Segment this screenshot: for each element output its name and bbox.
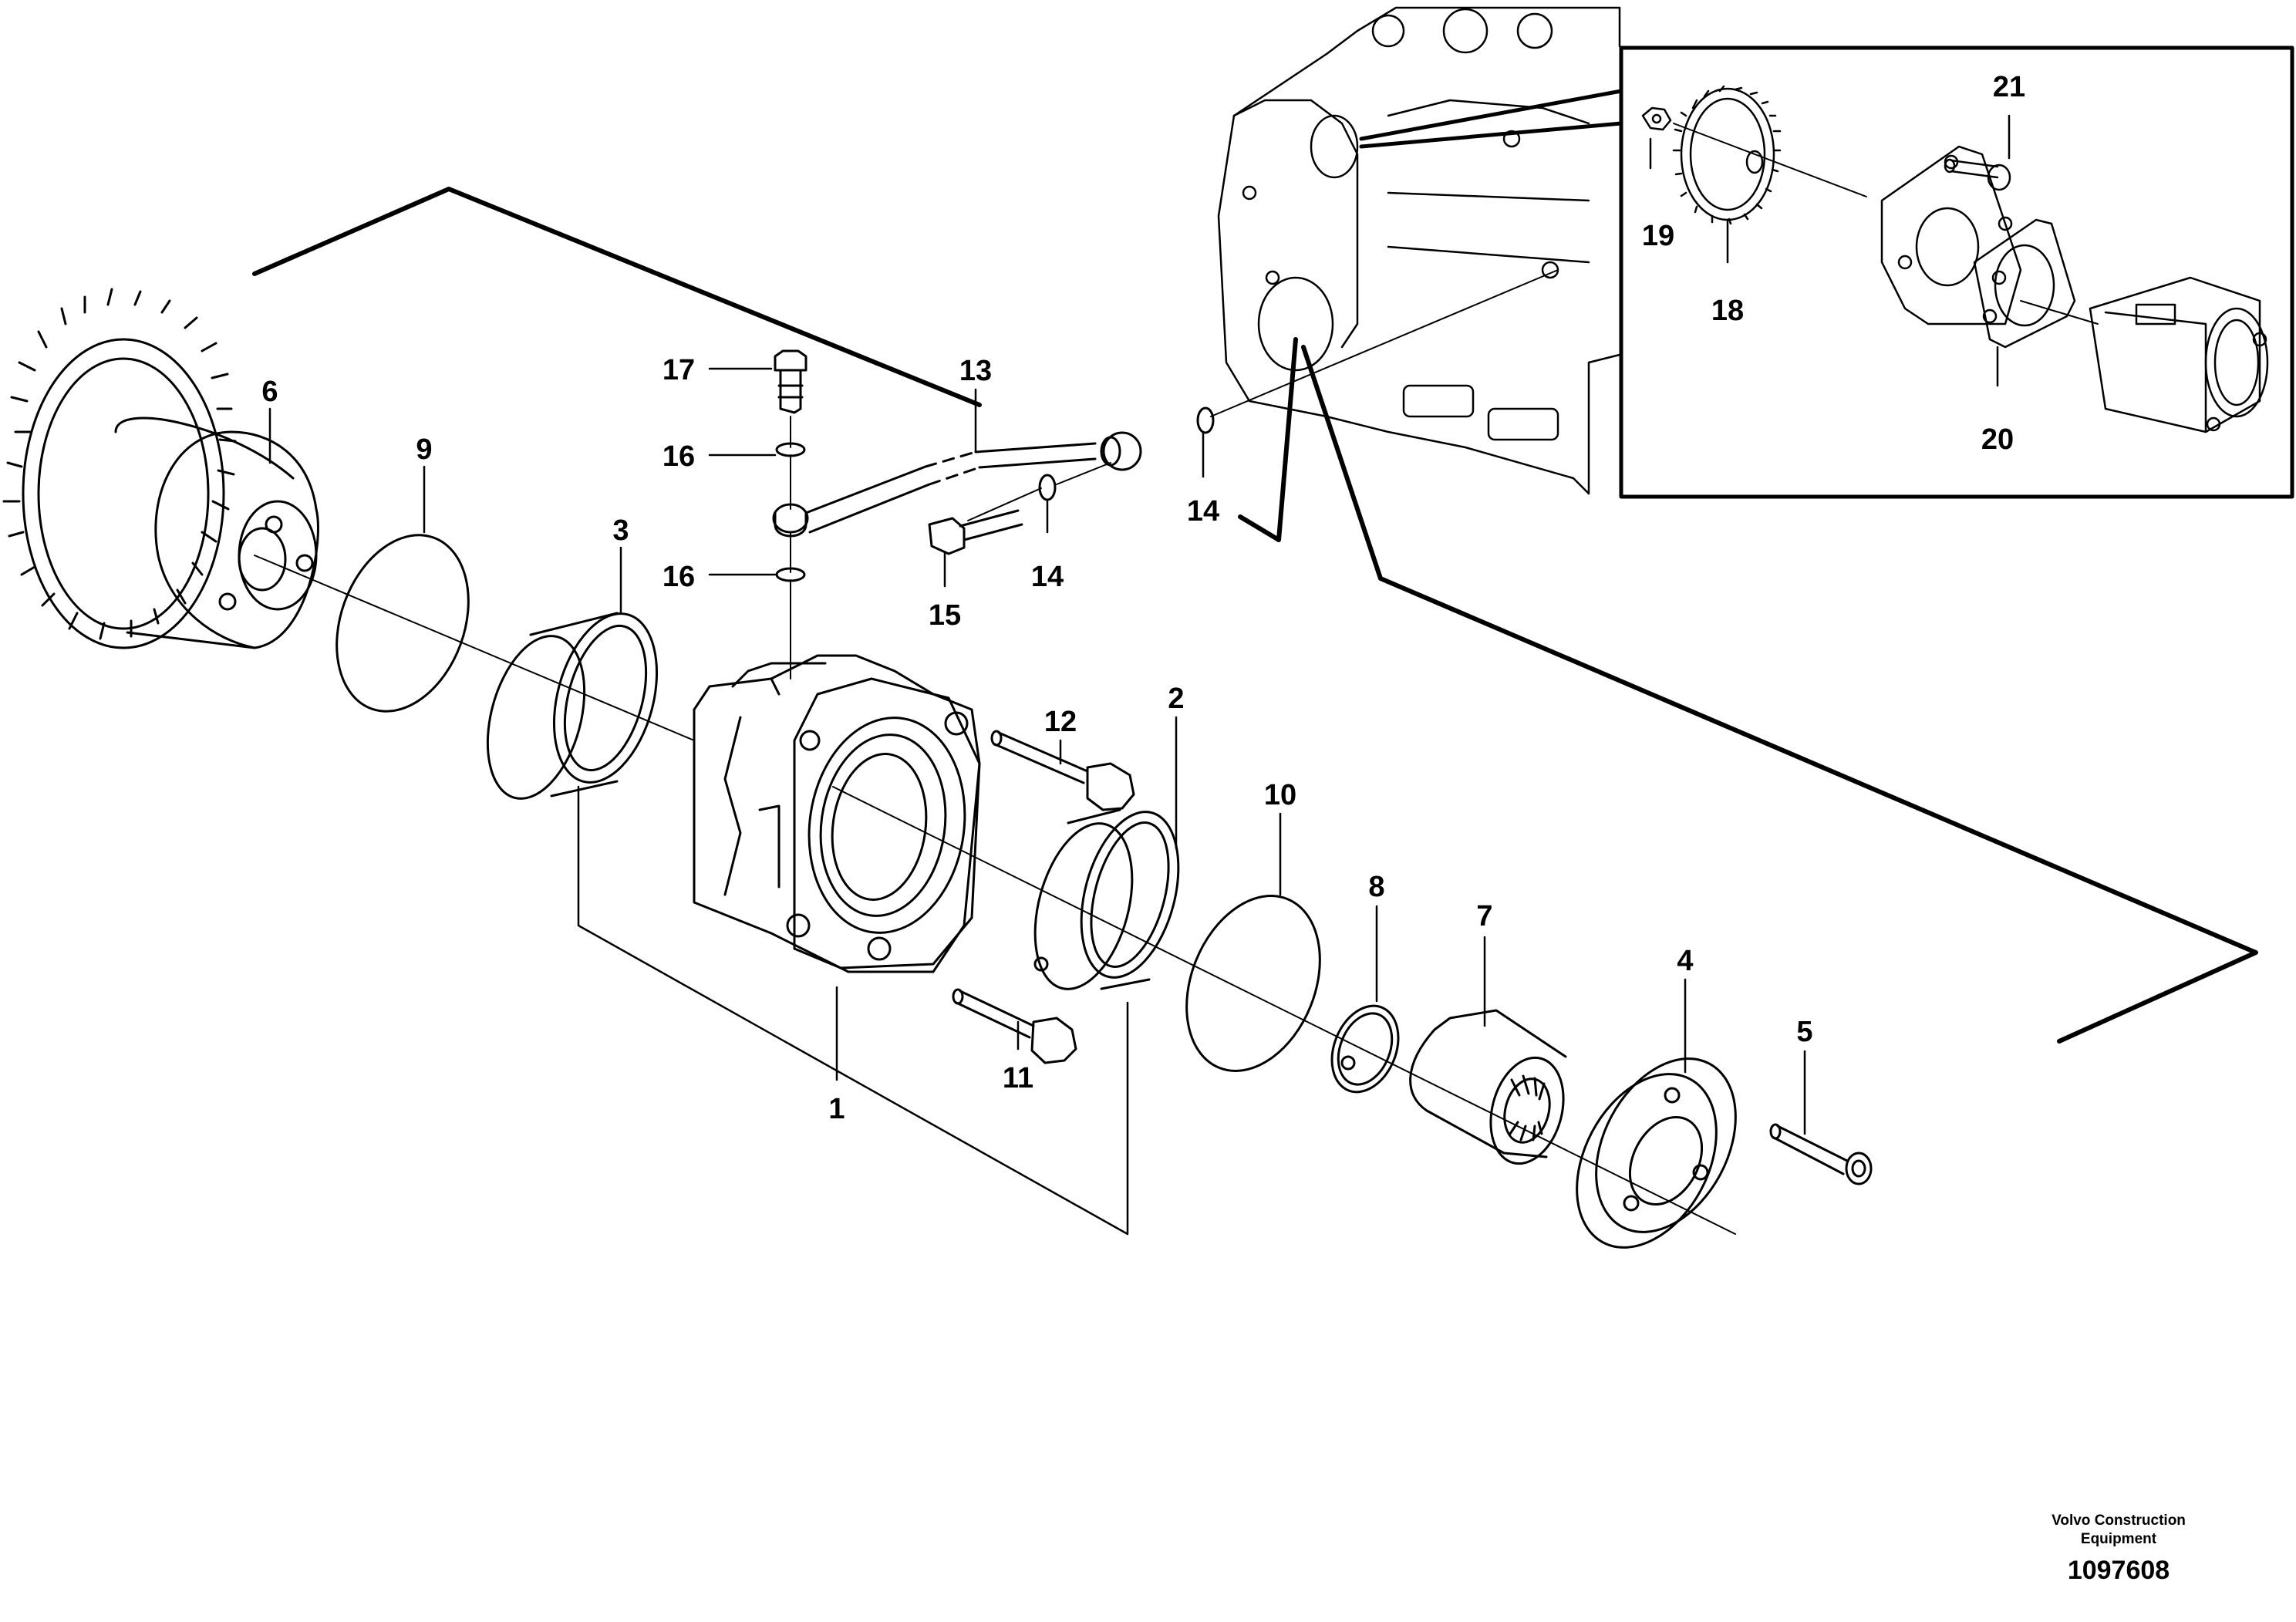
callout-labels: 1 2 3 4 5 6 7 8 9 10 11 12 13 14 14 15 1…	[261, 71, 2025, 1125]
callout-14-left: 14	[1031, 561, 1064, 593]
callout-5: 5	[1796, 1016, 1812, 1048]
hydraulic-pump-icon	[2089, 276, 2269, 433]
bracket-line-right	[1301, 345, 2258, 1044]
callout-21: 21	[1993, 71, 2025, 103]
gear-6-icon	[2, 288, 319, 649]
nut-19-icon	[1641, 106, 1672, 131]
o-ring-10-icon	[1185, 895, 1321, 1072]
inset-leader	[1359, 89, 1623, 149]
drawing-footer: Volvo Construction Equipment 1097608	[2003, 1512, 2234, 1587]
callout-18: 18	[1711, 295, 1744, 327]
callout-1: 1	[828, 1093, 845, 1125]
gasket-20-icon	[1973, 218, 2076, 349]
pipe-13-icon	[804, 431, 1142, 534]
bracket-line-top	[252, 187, 982, 407]
callout-9: 9	[416, 433, 432, 466]
detail-inset-frame	[1619, 46, 2294, 499]
inset-parts	[1641, 85, 2269, 433]
callout-19: 19	[1642, 220, 1674, 252]
coupling-7-icon	[1409, 1009, 1567, 1165]
bolt-21-icon	[1944, 158, 2011, 191]
callout-17: 17	[663, 354, 695, 386]
washer-14-b-icon	[1196, 406, 1215, 434]
callout-20: 20	[1981, 423, 2014, 456]
callout-13: 13	[959, 355, 992, 387]
callout-6: 6	[261, 376, 278, 408]
callout-10: 10	[1264, 779, 1296, 811]
bushing-3-icon	[486, 612, 659, 800]
banjo-bolt-17-icon	[774, 349, 807, 414]
o-ring-9-icon	[335, 534, 470, 713]
brand-line-1: Volvo Construction	[2052, 1512, 2186, 1529]
callout-16-lower: 16	[663, 561, 695, 593]
drawing-number: 1097608	[2067, 1556, 2170, 1585]
brand-line-2: Equipment	[2080, 1531, 2157, 1547]
assembly-centerlines	[254, 269, 1736, 1235]
snap-ring-8-icon	[1330, 1004, 1400, 1094]
mounting-plate-icon	[1880, 145, 2022, 325]
bushing-2-icon	[1033, 808, 1180, 990]
callout-16-upper: 16	[663, 440, 695, 473]
callout-3: 3	[612, 514, 629, 547]
callout-7: 7	[1476, 900, 1492, 932]
callout-2: 2	[1168, 683, 1184, 715]
callout-11: 11	[1003, 1062, 1033, 1094]
callout-12: 12	[1044, 706, 1077, 738]
callout-8: 8	[1368, 871, 1384, 903]
bracket-line-14	[1238, 337, 1298, 542]
bolt-5-icon	[1769, 1123, 1873, 1185]
callout-14-right: 14	[1187, 495, 1219, 528]
engine-block	[1217, 6, 1621, 495]
callout-leaders	[268, 367, 1806, 1236]
housing-1-icon	[693, 654, 981, 973]
bolt-15-icon	[928, 509, 1023, 555]
callout-15: 15	[929, 599, 961, 632]
flange-plate-4-icon	[1576, 1057, 1737, 1249]
callout-4: 4	[1677, 945, 1693, 977]
bolt-12-icon	[990, 730, 1135, 811]
bolt-11-icon	[952, 988, 1077, 1064]
washer-14-a-icon	[1038, 474, 1057, 501]
